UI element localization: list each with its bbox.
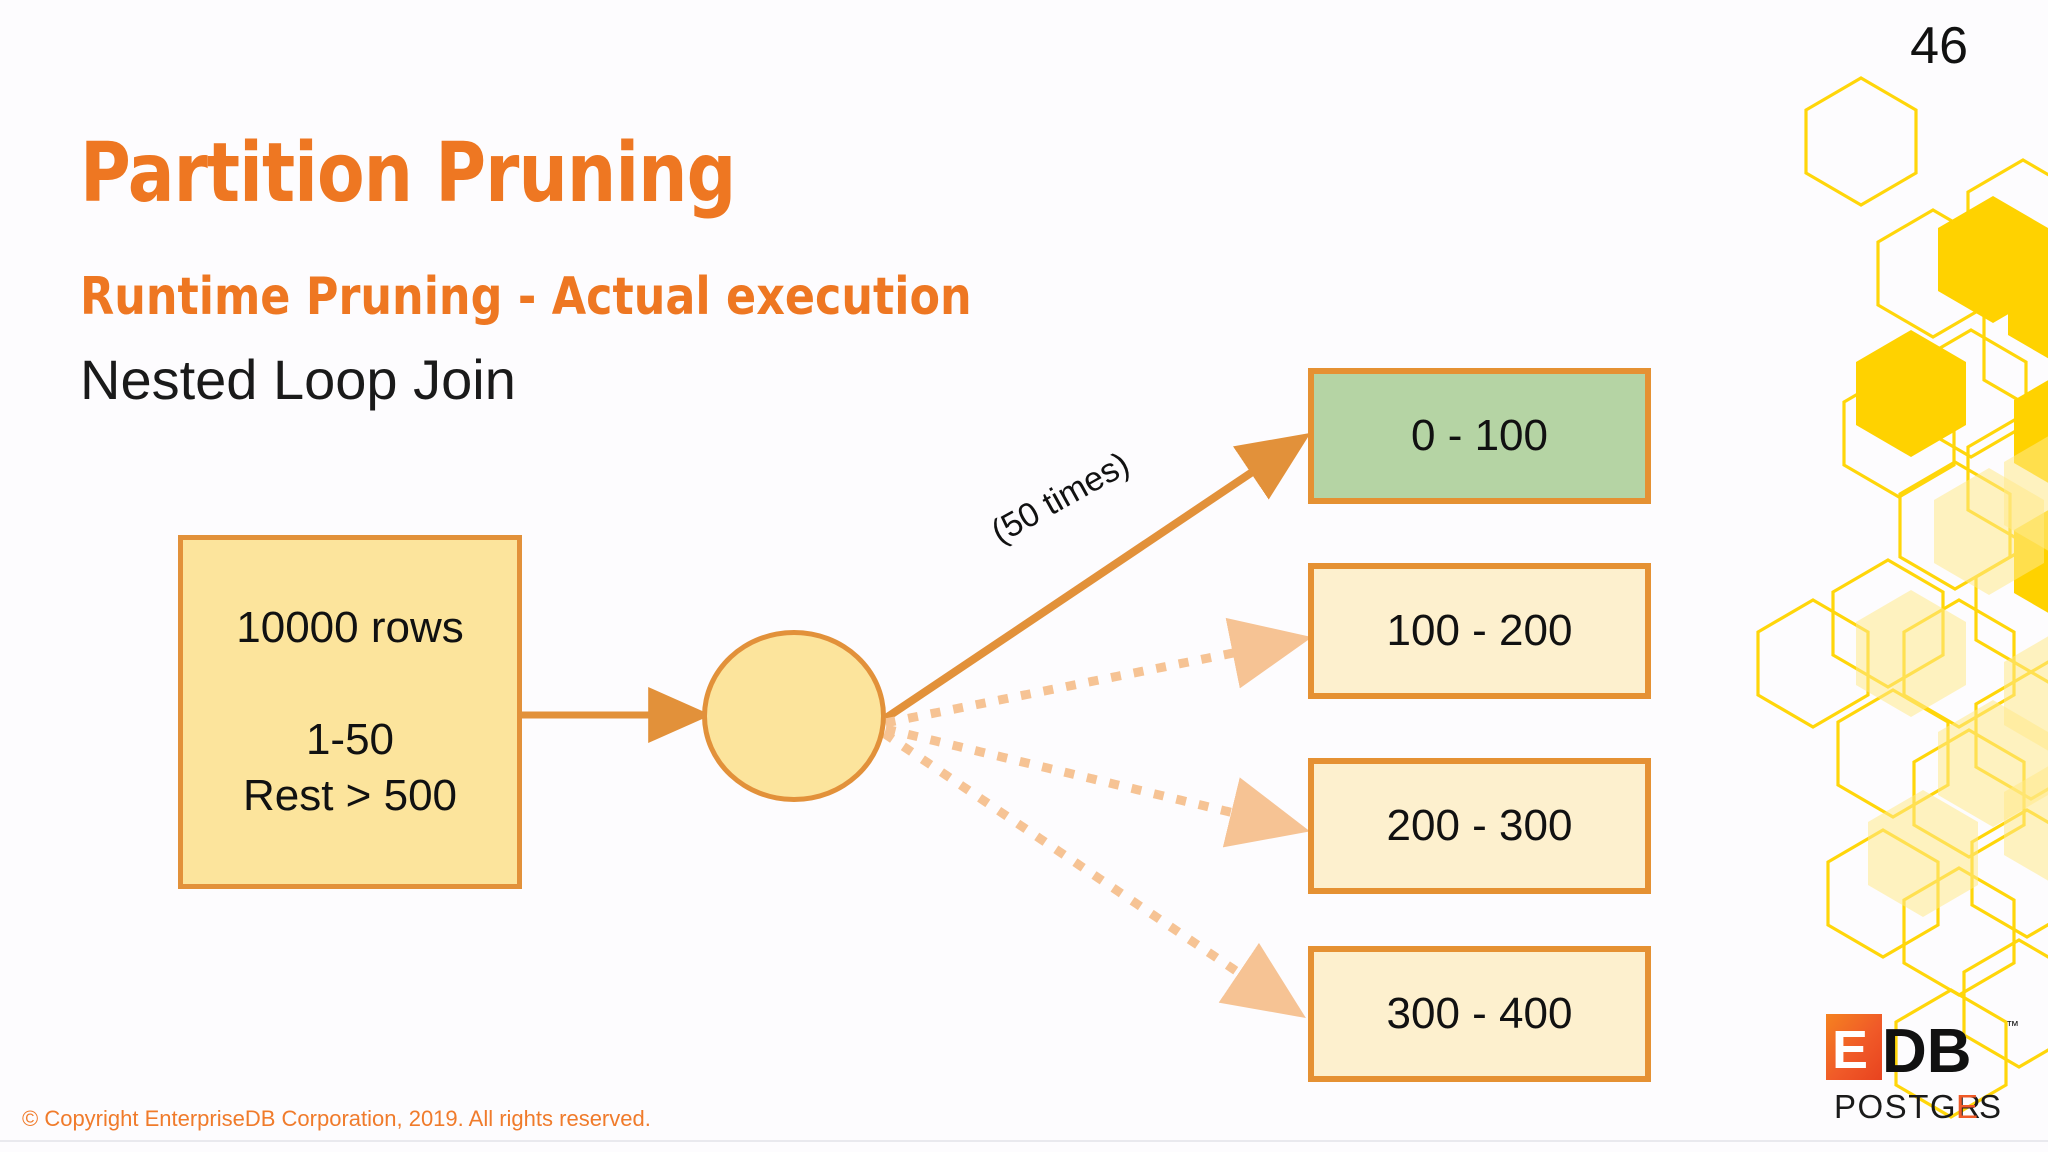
- copyright-footer: © Copyright EnterpriseDB Corporation, 20…: [22, 1106, 651, 1131]
- partition-box-100-200: 100 - 200: [1308, 563, 1651, 699]
- logo-wordmark-post: S: [1979, 1088, 2003, 1125]
- arrow-join-to-partition-2: [884, 617, 1313, 728]
- arrow-join-to-partition-1: [883, 432, 1311, 722]
- page-subtitle: Runtime Pruning - Actual execution: [80, 267, 972, 328]
- partition-box-200-300: 200 - 300: [1308, 758, 1651, 894]
- logo-mark-e: E: [1832, 1020, 1868, 1080]
- partition-label: 300 - 400: [1386, 989, 1573, 1038]
- page-number: 46: [1910, 17, 1968, 75]
- partition-label: 100 - 200: [1386, 606, 1573, 655]
- arrow-join-to-partition-3: [884, 724, 1310, 848]
- source-range-1: 1-50: [305, 715, 395, 764]
- page-title: Partition Pruning: [80, 125, 736, 221]
- edb-postgres-logo: E DB ™ POSTGR E S: [1826, 1014, 2019, 1125]
- partition-label: 200 - 300: [1386, 801, 1573, 850]
- source-range-rest: Rest > 500: [242, 771, 458, 820]
- partition-box-300-400: 300 - 400: [1308, 946, 1651, 1082]
- logo-wordmark-e: E: [1956, 1088, 1980, 1125]
- body-heading: Nested Loop Join: [80, 348, 516, 411]
- join-node-circle: [702, 630, 886, 802]
- logo-trademark: ™: [2006, 1018, 2019, 1033]
- footer-divider: [0, 1140, 2048, 1142]
- source-row-count: 10000 rows: [236, 603, 464, 652]
- partition-box-0-100: 0 - 100: [1308, 368, 1651, 504]
- partition-label: 0 - 100: [1411, 411, 1548, 460]
- logo-mark-db: DB: [1882, 1017, 1972, 1086]
- source-rows-box: 10000 rows 1-50 Rest > 500: [178, 535, 522, 889]
- logo-wordmark-pre: POSTGR: [1834, 1088, 1982, 1125]
